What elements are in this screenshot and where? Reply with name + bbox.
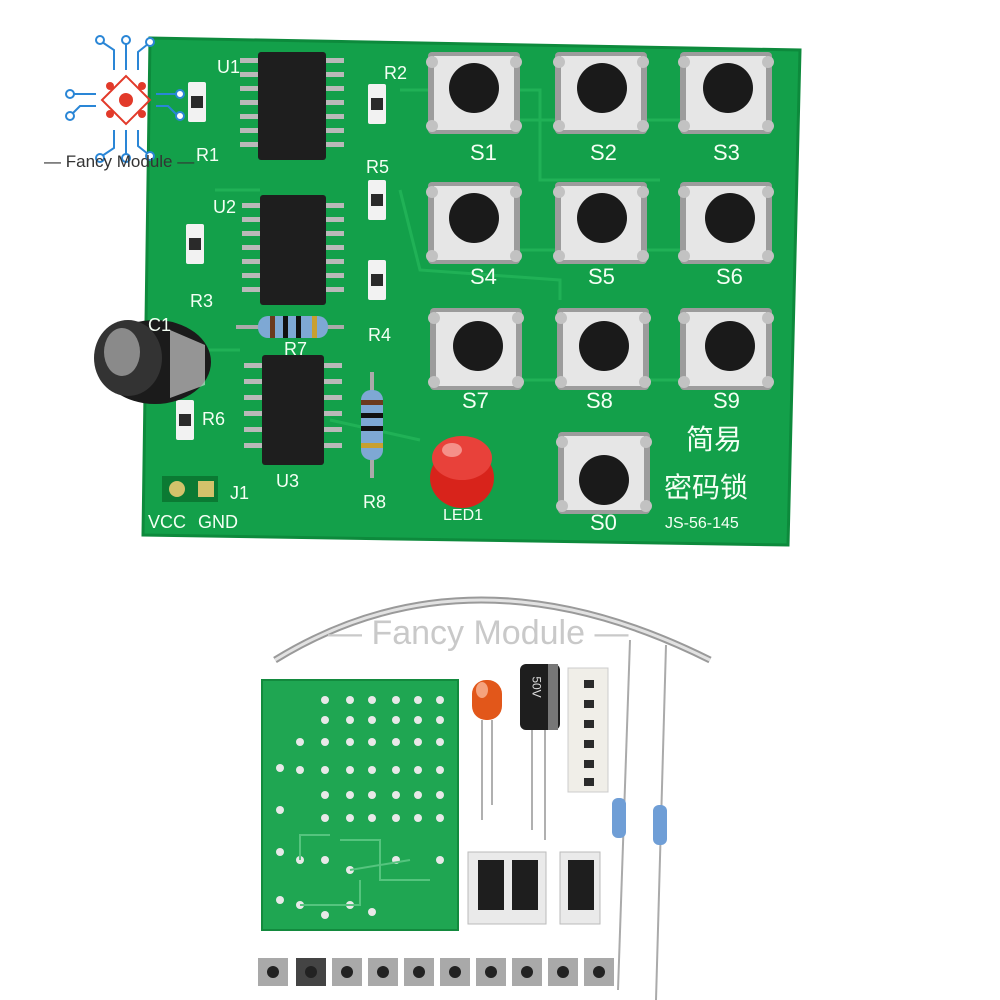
ic-u2 [242,195,344,305]
label-vcc: VCC [148,512,187,532]
label-s0: S0 [590,510,617,535]
ic-u3 [244,355,342,465]
board-model: JS-56-145 [665,515,739,532]
label-j1: J1 [230,483,250,503]
label-gnd: GND [198,512,238,532]
assembled-board-graphic [94,36,802,547]
kit-parts-graphic [258,596,712,1000]
loose-led [472,680,502,820]
assembled-board-photo [94,36,802,547]
tactile-buttons [428,52,772,514]
label-s9: S9 [713,388,740,413]
brand-logo-mark [65,35,185,163]
label-u3: U3 [276,471,300,491]
label-r3: R3 [190,291,214,311]
led-red [430,436,494,508]
board-title-line2: 密码锁 [664,471,749,504]
label-r5: R5 [366,157,390,177]
loose-buttons-row [258,958,614,986]
loose-capacitor [520,664,560,840]
kit-parts-photo [0,560,1000,1000]
label-u1: U1 [217,57,241,77]
loose-resistor-1 [612,639,631,991]
capacitor-c1 [94,320,211,404]
label-u2: U2 [213,197,237,217]
label-s6: S6 [716,264,743,289]
loose-ic-single [559,851,601,925]
ic-u1 [240,52,344,160]
board-title-line1: 简易 [686,423,743,456]
label-s7: S7 [462,388,489,413]
resistor-r8 [361,372,383,478]
label-r6: R6 [202,409,226,429]
brand-logo-text: — Fancy Module — [44,152,195,171]
label-c1: C1 [148,315,172,335]
brand-logo [40,30,200,175]
label-s4: S4 [470,264,497,289]
watermark-text: — Fancy Module — [328,614,629,652]
label-s2: S2 [590,140,617,165]
label-s8: S8 [586,388,613,413]
loose-ics-pair [467,851,547,925]
label-s5: S5 [588,264,615,289]
capacitor-marking: 50V [529,676,544,698]
label-r1: R1 [196,145,220,165]
label-r4: R4 [368,325,392,345]
label-r8: R8 [363,492,387,512]
label-s1: S1 [470,140,497,165]
label-led1: LED1 [443,507,484,524]
brand-name: Fancy Module [65,152,173,171]
loose-resistor-2 [653,644,667,1000]
watermark-brand: Fancy Module [371,614,585,652]
label-r2: R2 [384,63,408,83]
label-s3: S3 [713,140,740,165]
label-r7: R7 [284,339,308,359]
resistor-r7 [236,316,344,338]
smd-resistor-tape [567,667,609,793]
